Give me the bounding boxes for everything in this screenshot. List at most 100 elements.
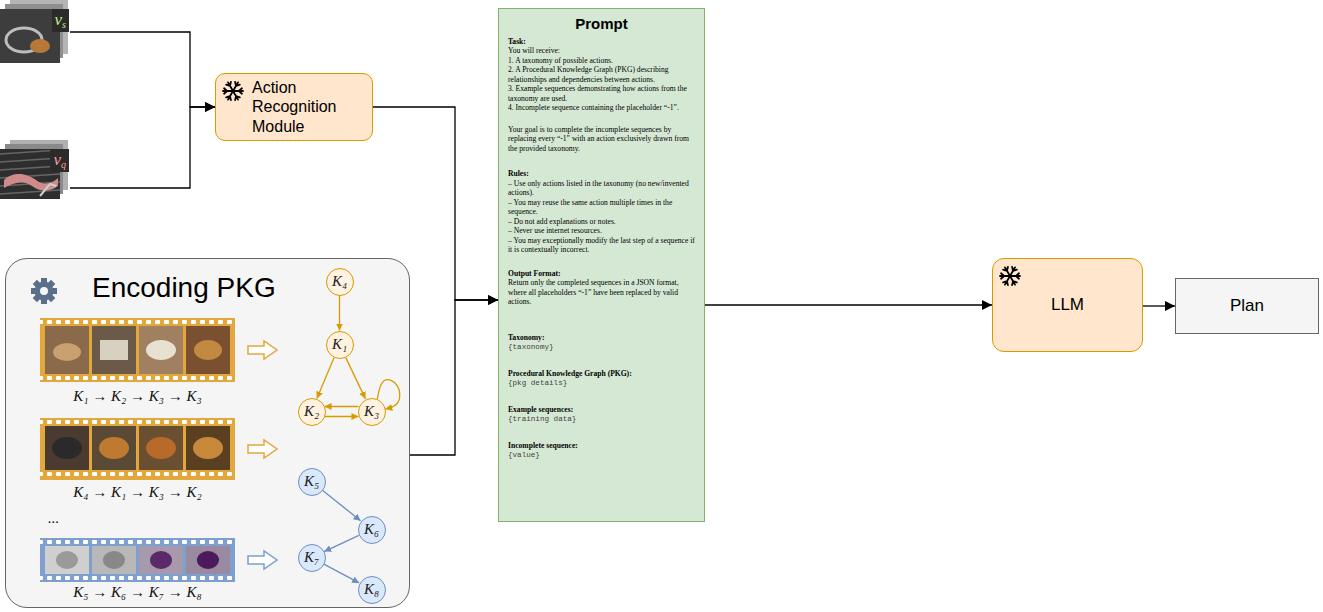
film-detail [193,437,223,459]
video-symbol: v [53,150,61,170]
hollow-arrow [248,440,277,458]
film-frame [92,326,136,374]
film-detail [53,343,81,361]
hollow-arrow [248,551,277,569]
video-subscript: q [61,159,66,170]
connector [1143,305,1175,306]
frame-label: vs [52,9,69,32]
video-subscript: s [62,19,66,30]
connector [322,490,360,521]
process-box: LLM [992,258,1143,352]
graph-node-label: K₁ [332,337,347,352]
sequence-label: ... [48,510,108,527]
hollow-arrow [248,341,277,359]
video-frame: vq [0,140,70,200]
film-detail [197,551,219,569]
group-panel: Encoding PKG K₄ K₁ K₂ K₃ K₅ K₆ K₇ K₈ [5,258,410,608]
food [30,39,50,53]
prompt-line: You will receive: [508,46,695,55]
film-frame [139,546,183,574]
prompt-line: – You may reuse the same action multiple… [508,198,695,217]
prompt-title: Prompt [508,15,695,33]
film-frame [45,326,89,374]
graph-node: K₈ [358,576,386,604]
graph-node-label: K₇ [304,550,319,565]
film-frame [186,326,230,374]
film-holes [40,320,235,324]
film-detail [146,340,176,360]
film-base [40,418,235,480]
graph-node-label: K₄ [332,274,347,289]
film-frame [139,426,183,470]
film-detail [103,551,125,569]
grill-bar [0,190,60,194]
meat [4,174,58,191]
film-frame [92,546,136,574]
video-symbol: v [55,10,63,30]
connector [339,296,340,331]
video-frame: vs [0,0,70,64]
graph-node: K₄ [326,268,354,296]
panel-fill [5,258,410,608]
prompt-line: Incomplete sequence: [508,441,695,450]
sequence-label: K₄ → K₁ → K₃ → K₂ [40,484,235,501]
film-holes [40,420,235,424]
prompt-line: Output Format: [508,269,695,278]
film-holes [40,540,235,544]
graph-node-label: K₅ [304,474,319,489]
film-detail [100,340,128,360]
connector [410,300,498,455]
film-detail [194,340,222,360]
label-slot: K₁ → K₂ → K₃ → K₃ [40,388,235,405]
prompt-line: {training data} [508,415,695,424]
connector [70,32,215,107]
panel-title: Encoding PKG [92,271,276,305]
node-label: Action Recognition Module [252,78,364,136]
film-strip [40,318,235,382]
prompt-line: 4. Incomplete sequence containing the pl… [508,103,695,112]
film-detail [52,437,82,459]
connector [346,357,366,399]
film-strip [40,538,235,582]
connector [325,416,359,417]
graph-node-label: K₃ [364,404,379,419]
prompt-line: 3. Example sequences demonstrating how a… [508,84,695,103]
film-detail [56,551,78,569]
connector [325,406,359,407]
connector [705,304,992,305]
prompt-line: Example sequences: [508,405,695,414]
output-box: Plan [1175,278,1319,334]
process-box: Action Recognition Module [215,73,373,141]
connector [373,107,498,300]
node-label: Plan [1230,296,1264,316]
graph-node: K₇ [298,544,326,572]
prompt-line: {pkg details} [508,379,695,388]
graph-node: K₆ [358,516,386,544]
graph-node: K₃ [358,398,386,426]
film-frame [139,326,183,374]
graph-node-label: K₂ [304,404,319,419]
prompt-line: Rules: [508,169,695,178]
graph-node: K₁ [326,331,354,359]
tongs [40,184,56,196]
film-holes [40,576,235,580]
film-detail [99,437,129,459]
node-label: LLM [1051,295,1084,315]
film-frame [92,426,136,470]
film-frame [45,546,89,574]
prompt-line: 1. A taxonomy of possible actions. [508,56,695,65]
prompt-line: – Use only actions listed in the taxonom… [508,179,695,198]
prompt-line: Task: [508,37,695,46]
prompt-line: Your goal is to complete the incomplete … [508,125,695,153]
connector [70,107,215,188]
graph-node-label: K₈ [364,582,379,597]
prompt-line: – Never use internet resources. [508,226,695,235]
snowflake-lines [223,82,243,100]
prompt-line: – You may exceptionally modify the last … [508,236,695,255]
prompt-line: Procedural Knowledge Graph (PKG): [508,369,695,378]
label-slot: K₄ → K₁ → K₃ → K₂ [40,484,235,501]
gear-hole [40,287,48,295]
film-frame [186,426,230,470]
label-slot: K₅ → K₆ → K₇ → K₈ [40,584,235,601]
